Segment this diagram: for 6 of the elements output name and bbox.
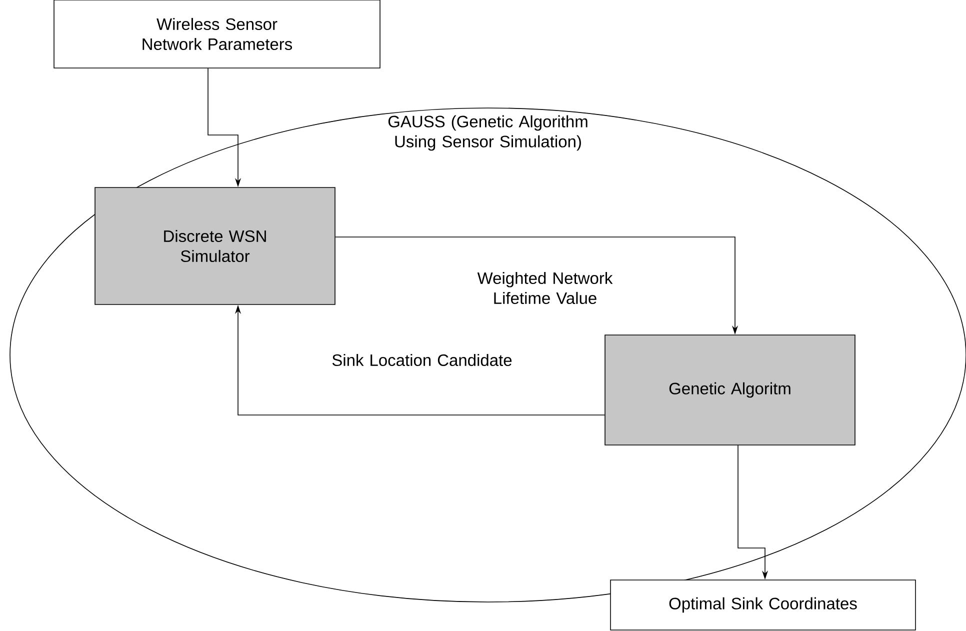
- data-box: Wireless Sensor Network Parameters: [54, 0, 380, 68]
- edge-label: Sink Location Candidate: [332, 354, 512, 366]
- data-box: Optimal Sink Coordinates: [610, 580, 916, 630]
- process-box: Genetic Algoritm: [604, 334, 856, 446]
- process-box: Discrete WSN Simulator: [94, 187, 336, 305]
- edge-label: Weighted Network Lifetime Value: [477, 272, 613, 304]
